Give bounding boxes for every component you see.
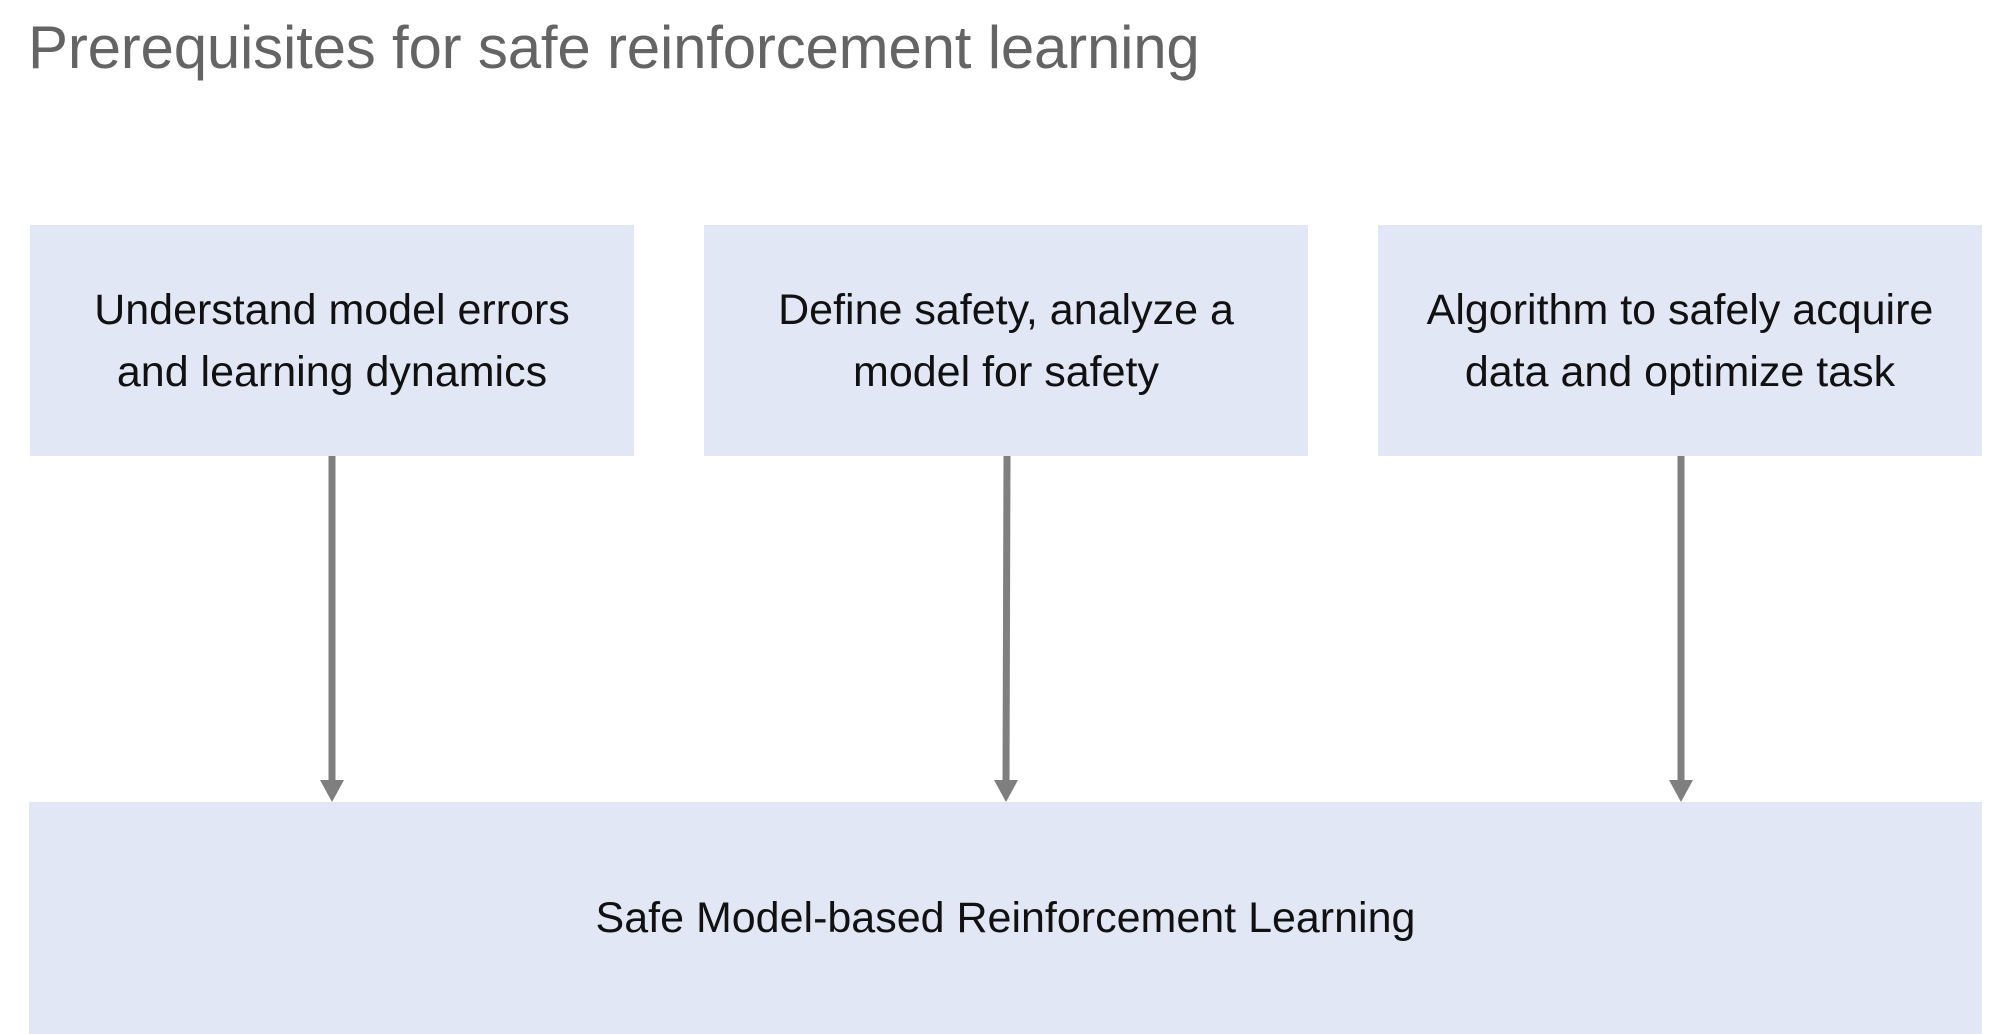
arrow-down-icon [320, 456, 344, 802]
prerequisite-box-model-errors: Understand model errors and learning dyn… [30, 225, 634, 456]
box-label-line: Algorithm to safely acquire [1426, 285, 1934, 334]
slide-title: Prerequisites for safe reinforcement lea… [28, 14, 1200, 81]
arrow-down-icon [1669, 456, 1693, 802]
prerequisite-box-define-safety: Define safety, analyze a model for safet… [704, 225, 1308, 456]
box-label-line: Define safety, analyze a [778, 285, 1234, 334]
box-label-line: model for safety [853, 347, 1159, 396]
arrow-down-icon [994, 455, 1018, 802]
box-label-line: data and optimize task [1464, 347, 1896, 396]
target-box-safe-mbrl: Safe Model-based Reinforcement Learning [29, 802, 1982, 1034]
box-label-line: and learning dynamics [116, 347, 548, 396]
prerequisite-box-algorithm: Algorithm to safely acquire data and opt… [1378, 225, 1982, 456]
target-label: Safe Model-based Reinforcement Learning [595, 894, 1416, 942]
box-label-line: Understand model errors [94, 285, 570, 334]
